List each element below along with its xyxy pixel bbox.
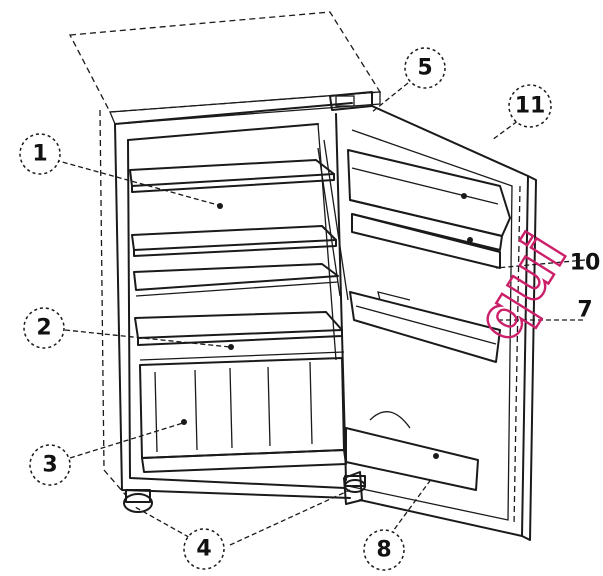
callout-label: 2 xyxy=(36,316,51,341)
shelves xyxy=(129,159,345,361)
callout-8: 8 xyxy=(363,529,405,571)
callout-1: 1 xyxy=(19,133,61,175)
door xyxy=(317,105,537,541)
watermark-logo: qui xyxy=(460,220,582,354)
leader-lines xyxy=(54,82,586,546)
callout-label: 4 xyxy=(196,537,211,562)
callout-7: 7 xyxy=(577,298,592,323)
callout-5: 5 xyxy=(404,47,446,89)
callout-label: 10 xyxy=(570,251,601,276)
callout-label: 8 xyxy=(376,538,391,563)
callout-label: 1 xyxy=(32,142,47,167)
callout-label: 3 xyxy=(42,453,57,478)
svg-text:qui: qui xyxy=(461,221,581,353)
callout-label: 11 xyxy=(515,94,546,119)
callout-2: 2 xyxy=(23,307,65,349)
callout-3: 3 xyxy=(29,444,71,486)
leader-dots xyxy=(181,193,473,459)
callout-11: 11 xyxy=(508,84,552,128)
callout-label: 7 xyxy=(577,298,592,323)
callout-10: 10 xyxy=(570,251,601,276)
callout-4: 4 xyxy=(183,528,225,570)
top-surface xyxy=(68,11,382,125)
crisper-drawer xyxy=(139,357,347,473)
callout-label: 5 xyxy=(417,56,432,81)
cabinet xyxy=(99,91,373,501)
